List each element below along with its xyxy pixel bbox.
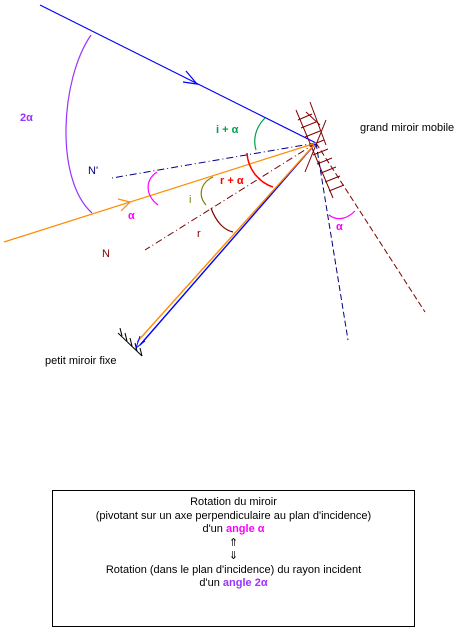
caption-arrow-up: ⇑	[228, 536, 239, 549]
blue-reflected-ray	[139, 142, 317, 346]
caption-line-2: (pivotant sur un axe perpendiculaire au …	[95, 509, 372, 522]
arc-i-plus-alpha	[254, 117, 266, 151]
caption-line-5: d'un angle 2α	[53, 577, 414, 591]
orange-incident-ray	[3, 142, 317, 243]
caption-box: Rotation du miroir (pivotant sur un axe …	[52, 490, 415, 627]
label-n: N	[102, 248, 110, 260]
label-small-mirror: petit miroir fixe	[45, 355, 117, 367]
arc-2alpha	[65, 34, 93, 214]
normal-n-prime	[111, 142, 317, 179]
blue-ray-arrowhead	[182, 70, 199, 85]
label-r-plus-alpha: r + α	[220, 175, 244, 187]
arc-alpha-left	[147, 171, 159, 206]
label-i-plus-alpha: i + α	[216, 124, 239, 136]
arc-i	[200, 176, 214, 206]
arc-alpha-right	[328, 210, 356, 220]
caption-line-3: d'un angle α	[53, 523, 414, 537]
caption-line-5-prefix: d'un	[199, 577, 223, 589]
arc-r-plus-alpha	[246, 152, 274, 188]
caption-angle-alpha: angle α	[225, 523, 265, 535]
label-n-prime: N'	[88, 165, 98, 177]
label-2alpha: 2α	[20, 112, 33, 124]
caption-angle-2alpha: angle 2α	[222, 577, 268, 589]
small-mirror	[117, 327, 146, 357]
blue-incident-ray	[39, 4, 317, 144]
caption-line-4: Rotation (dans le plan d'incidence) du r…	[105, 563, 362, 576]
label-big-mirror: grand miroir mobile	[360, 122, 454, 134]
caption-line-1: Rotation du miroir	[190, 496, 277, 508]
big-mirror	[295, 101, 345, 199]
mirror-normal-2	[315, 142, 426, 313]
mirror-normal-1	[315, 142, 349, 341]
label-alpha-left: α	[128, 210, 135, 222]
arc-r	[210, 207, 234, 233]
label-alpha-right: α	[336, 221, 343, 233]
normal-n	[144, 142, 317, 251]
caption-line-3-prefix: d'un	[202, 523, 226, 535]
label-r: r	[197, 228, 201, 240]
label-i: i	[189, 194, 191, 206]
orange-ray-arrowhead	[117, 198, 132, 212]
caption-arrow-down: ⇓	[228, 550, 239, 562]
orange-reflected-ray	[136, 144, 315, 343]
